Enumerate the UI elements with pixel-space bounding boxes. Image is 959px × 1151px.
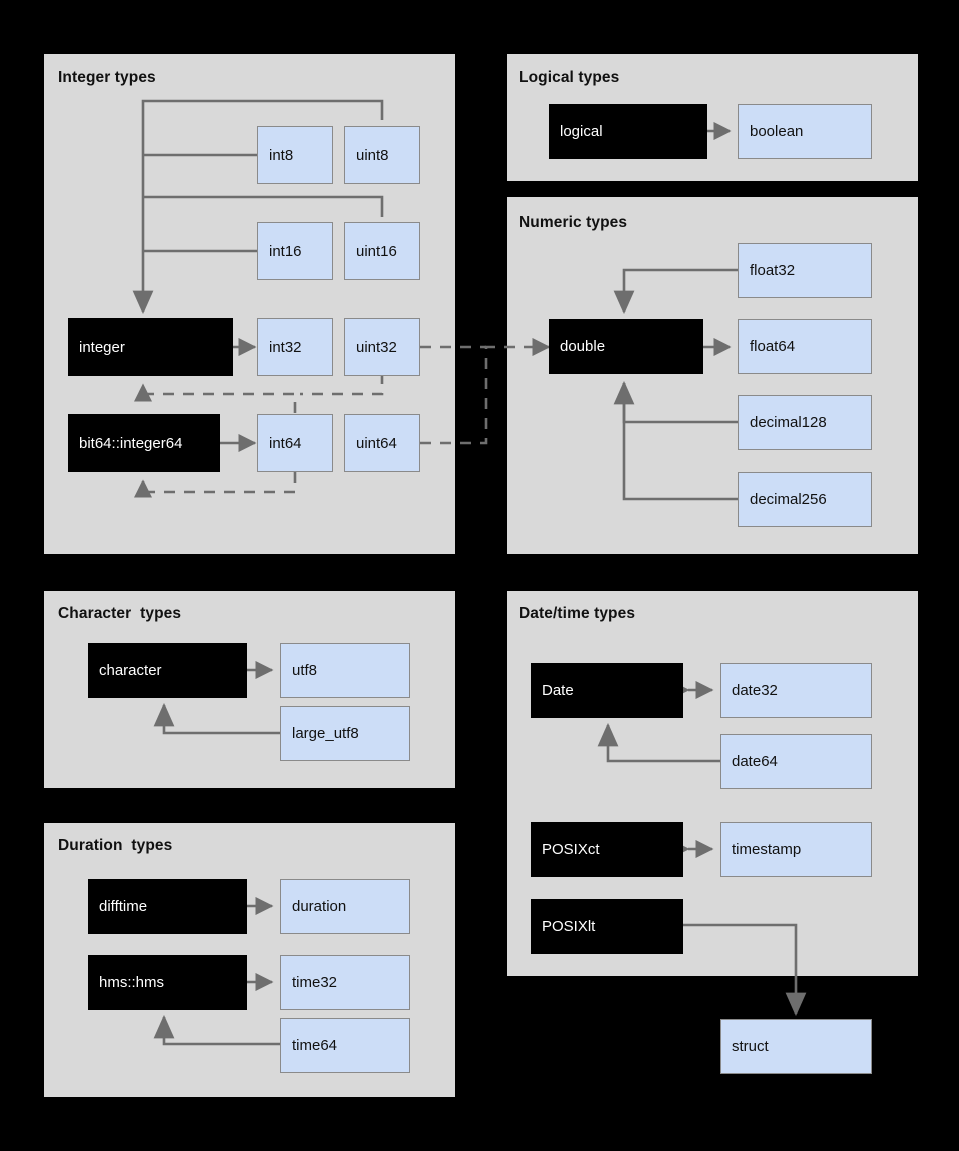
type-label-int64: int64 (269, 434, 302, 452)
type-label-integer: integer (79, 338, 125, 356)
panel-title-character-types: Character types (58, 605, 182, 622)
type-label-float64: float64 (750, 338, 796, 355)
type-label-hms-hms: hms::hms (99, 974, 165, 991)
type-box-uint16[interactable]: uint16 (344, 222, 420, 280)
type-label-utf8: utf8 (292, 662, 318, 679)
type-box-character[interactable]: character (88, 643, 247, 698)
type-box-date64[interactable]: date64 (720, 734, 872, 789)
type-box-int16[interactable]: int16 (257, 222, 333, 280)
type-box-posixct[interactable]: POSIXct (531, 822, 683, 877)
type-label-duration: duration (292, 898, 347, 915)
type-box-time32[interactable]: time32 (280, 955, 410, 1010)
type-box-utf8[interactable]: utf8 (280, 643, 410, 698)
type-label-bit64-integer64: bit64::integer64 (79, 434, 183, 452)
type-label-uint64: uint64 (356, 434, 397, 452)
type-box-decimal256[interactable]: decimal256 (738, 472, 872, 527)
type-label-large-utf8: large_utf8 (292, 725, 359, 742)
type-label-date64: date64 (732, 753, 778, 770)
type-label-decimal128: decimal128 (750, 414, 827, 431)
type-box-hms-hms[interactable]: hms::hms (88, 955, 247, 1010)
panel-title-logical-types: Logical types (519, 69, 620, 86)
type-box-float32[interactable]: float32 (738, 243, 872, 298)
type-box-integer[interactable]: integer (68, 318, 233, 376)
type-box-int64[interactable]: int64 (257, 414, 333, 472)
type-box-time64[interactable]: time64 (280, 1018, 410, 1073)
type-box-decimal128[interactable]: decimal128 (738, 395, 872, 450)
type-box-uint8[interactable]: uint8 (344, 126, 420, 184)
type-box-uint32[interactable]: uint32 (344, 318, 420, 376)
type-label-uint16: uint16 (356, 242, 397, 260)
type-label-timestamp: timestamp (732, 841, 802, 858)
panel-title-integer-types: Integer types (58, 69, 156, 86)
type-label-double: double (560, 338, 606, 355)
type-box-double[interactable]: double (549, 319, 703, 374)
type-box-duration[interactable]: duration (280, 879, 410, 934)
type-label-posixlt: POSIXlt (542, 918, 596, 935)
type-label-uint8: uint8 (356, 146, 389, 164)
type-box-posixlt[interactable]: POSIXlt (531, 899, 683, 954)
type-label-boolean: boolean (750, 123, 804, 140)
type-box-uint64[interactable]: uint64 (344, 414, 420, 472)
panel-title-datetime-types: Date/time types (519, 605, 636, 622)
type-label-int16: int16 (269, 242, 302, 260)
type-label-float32: float32 (750, 262, 796, 279)
type-box-timestamp[interactable]: timestamp (720, 822, 872, 877)
panel-title-duration-types: Duration types (58, 837, 173, 854)
type-box-difftime[interactable]: difftime (88, 879, 247, 934)
type-box-date32[interactable]: date32 (720, 663, 872, 718)
type-box-date[interactable]: Date (531, 663, 683, 718)
type-box-struct[interactable]: struct (720, 1019, 872, 1074)
type-label-date: Date (542, 682, 574, 699)
type-label-time32: time32 (292, 974, 338, 991)
type-box-float64[interactable]: float64 (738, 319, 872, 374)
type-label-int32: int32 (269, 338, 302, 356)
type-label-logical: logical (560, 123, 603, 140)
type-label-posixct: POSIXct (542, 841, 600, 858)
type-label-uint32: uint32 (356, 338, 397, 356)
type-label-int8: int8 (269, 146, 294, 164)
type-label-date32: date32 (732, 682, 778, 699)
type-box-large-utf8[interactable]: large_utf8 (280, 706, 410, 761)
type-label-decimal256: decimal256 (750, 491, 827, 508)
panel-title-numeric-types: Numeric types (519, 214, 628, 231)
type-box-bit64-integer64[interactable]: bit64::integer64 (68, 414, 220, 472)
type-box-boolean[interactable]: boolean (738, 104, 872, 159)
type-box-int32[interactable]: int32 (257, 318, 333, 376)
type-label-difftime: difftime (99, 898, 148, 915)
type-label-time64: time64 (292, 1037, 338, 1054)
type-box-int8[interactable]: int8 (257, 126, 333, 184)
type-label-character: character (99, 662, 162, 679)
type-box-logical[interactable]: logical (549, 104, 707, 159)
type-label-struct: struct (732, 1038, 769, 1055)
